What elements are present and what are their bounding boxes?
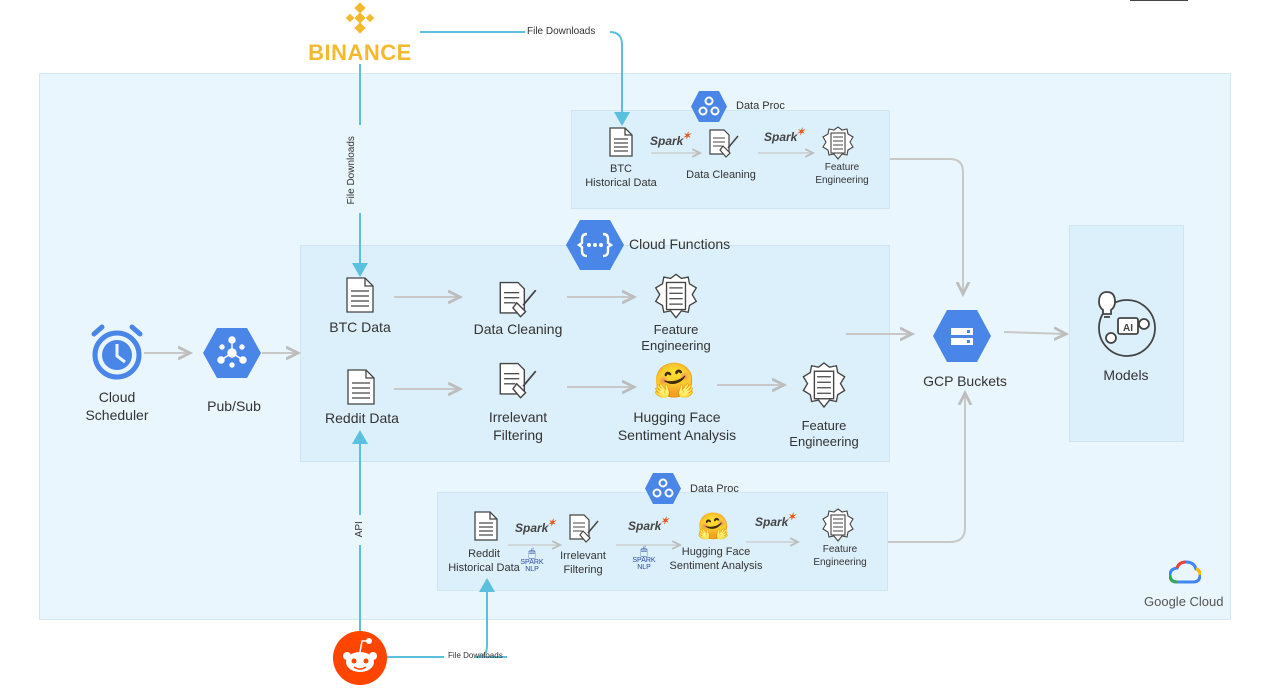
feature-engineering-label-2: Feature Engineering xyxy=(789,418,859,450)
google-cloud-label: Google Cloud xyxy=(1144,594,1224,609)
reddit-icon xyxy=(333,631,387,685)
btc-data-label: BTC Data xyxy=(329,319,391,335)
cloud-functions-node xyxy=(565,219,625,276)
feature-engineering-label-bottom: Feature Engineering xyxy=(813,544,867,568)
dataproc-bottom-title: Data Proc xyxy=(690,483,739,495)
btc-historical-doc-icon xyxy=(609,127,633,157)
dataproc-bottom-panel xyxy=(437,492,888,591)
binance-logo: BINANCE xyxy=(300,2,420,65)
dataproc-hexagon-icon-bottom xyxy=(645,473,681,504)
reddit-file-downloads-label: File Downloads xyxy=(448,651,503,660)
ai-models-icon: AI xyxy=(1098,291,1156,357)
vertical-file-downloads-label: File Downloads xyxy=(345,136,357,205)
alarm-clock-icon xyxy=(91,324,143,380)
dataproc-top-node xyxy=(690,90,728,128)
reddit-logo xyxy=(333,631,387,690)
reddit-historical-label: Reddit Historical Data xyxy=(448,548,520,574)
irrelevant-filtering-label: Irrelevant Filtering xyxy=(488,409,548,443)
hugging-face-icon: 🤗 xyxy=(653,362,696,400)
irrelevant-filtering-icon xyxy=(499,362,537,399)
btc-historical-label: BTC Historical Data xyxy=(585,163,657,189)
spark-nlp-logo-1: 🖱SPARK NLP xyxy=(520,546,544,573)
feature-engineering-icon-top xyxy=(822,126,854,160)
spark-logo-2: Spark✶ xyxy=(764,127,805,144)
hugging-face-sentiment-label: Hugging Face Sentiment Analysis xyxy=(617,409,737,443)
feature-engineering-icon-1 xyxy=(654,273,698,319)
feature-engineering-icon-bottom xyxy=(822,508,854,542)
spark-logo-4: Spark✶ xyxy=(628,516,669,533)
spark-logo-3: Spark✶ xyxy=(515,518,556,535)
cloud-functions-title: Cloud Functions xyxy=(629,236,731,252)
models-label: Models xyxy=(1103,367,1149,383)
irrelevant-filtering-label-bottom: Irrelevant Filtering xyxy=(560,550,606,576)
cloud-scheduler-node xyxy=(90,324,144,387)
dataproc-bottom-node xyxy=(644,472,682,510)
spark-logo-5: Spark✶ xyxy=(755,512,796,529)
pubsub-node xyxy=(202,327,262,384)
hugging-face-sentiment-label-bottom: Hugging Face Sentiment Analysis xyxy=(669,546,763,572)
reddit-historical-doc-icon xyxy=(474,511,498,541)
binance-logo-text: BINANCE xyxy=(308,40,412,65)
data-cleaning-label: Data Cleaning xyxy=(473,321,563,337)
feature-engineering-label-top: Feature Engineering xyxy=(815,162,869,186)
reddit-data-label: Reddit Data xyxy=(325,410,399,426)
binance-file-downloads-label: File Downloads xyxy=(527,26,596,37)
dataproc-hexagon-icon xyxy=(691,91,727,122)
google-cloud-icon xyxy=(1169,560,1201,584)
svg-text:AI: AI xyxy=(1123,323,1133,334)
binance-diamond-icon xyxy=(345,2,375,34)
dataproc-top-title: Data Proc xyxy=(736,100,785,112)
data-cleaning-icon-top xyxy=(709,129,739,158)
spark-logo-1: Spark✶ xyxy=(650,131,691,148)
irrelevant-filtering-icon-bottom xyxy=(569,514,599,543)
data-cleaning-icon xyxy=(499,281,537,318)
gcp-buckets-label: GCP Buckets xyxy=(923,373,1007,389)
btc-data-doc-icon xyxy=(346,277,374,313)
dataproc-top-panel xyxy=(571,110,890,209)
cloud-scheduler-label: Cloud Scheduler xyxy=(85,389,149,423)
cloud-functions-hexagon-icon xyxy=(566,220,624,270)
gcp-buckets-node xyxy=(932,309,992,368)
spark-nlp-logo-2: 🖱SPARK NLP xyxy=(632,544,656,571)
data-cleaning-label-top: Data Cleaning xyxy=(686,169,756,181)
feature-engineering-label-1: Feature Engineering xyxy=(641,322,711,354)
reddit-data-doc-icon xyxy=(347,369,375,405)
hugging-face-icon-bottom: 🤗 xyxy=(697,511,730,541)
pubsub-label: Pub/Sub xyxy=(207,398,261,414)
feature-engineering-icon-2 xyxy=(802,362,846,409)
top-right-divider xyxy=(1130,0,1188,1)
storage-bucket-icon xyxy=(933,310,991,362)
pubsub-hexagon-icon xyxy=(203,328,261,378)
cloud-functions-panel xyxy=(300,245,890,462)
api-label: API xyxy=(353,521,365,538)
